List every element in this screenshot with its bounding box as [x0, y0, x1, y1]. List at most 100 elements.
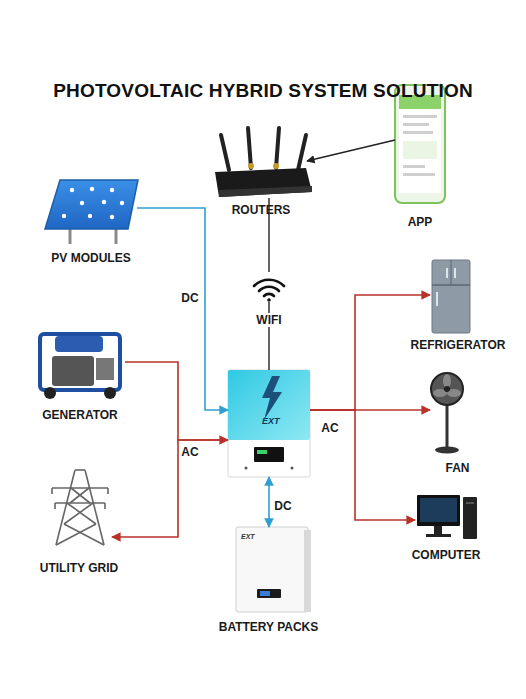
device-node: ROUTERS [215, 130, 307, 198]
connection-label: AC [180, 445, 199, 459]
node-label: UTILITY GRID [40, 561, 118, 575]
inverter-icon [228, 370, 310, 477]
power-connector [125, 362, 228, 440]
device-node: GENERATOR [35, 330, 125, 398]
refrigerator-icon [432, 260, 470, 333]
transmission-tower-icon-part [64, 524, 104, 545]
battery-pack-icon [236, 527, 311, 612]
pv-panel-icon-part [70, 188, 74, 192]
node-label: REFRIGERATOR [411, 338, 506, 352]
router-icon [215, 128, 312, 197]
phone-app-icon-part [403, 173, 435, 176]
power-connector [112, 440, 228, 537]
transmission-tower-icon-part [55, 502, 105, 504]
battery-pack-icon-part [236, 527, 308, 612]
pv-panel-icon-part [90, 187, 94, 191]
generator-icon-part [96, 358, 114, 380]
refrigerator-icon-part [436, 292, 438, 306]
pv-panel-icon-part [115, 228, 118, 244]
connection-label: AC [320, 421, 339, 435]
pv-panel-icon-part [69, 228, 72, 244]
refrigerator-icon-part [432, 260, 470, 333]
wifi-symbol-part [254, 280, 284, 286]
device-node: APP [395, 85, 445, 203]
transmission-tower-icon-part [67, 503, 96, 524]
router-icon-part [273, 163, 279, 169]
transmission-tower-icon-part [52, 487, 108, 489]
generator-icon-part [55, 336, 103, 352]
node-label: PV MODULES [51, 251, 130, 265]
refrigerator-icon-part [451, 260, 452, 285]
generator-icon-part [52, 356, 94, 386]
generator-icon-part [44, 387, 56, 399]
pv-panel-icon-part [120, 201, 124, 205]
pv-panel-icon [45, 180, 138, 244]
node-label: EXT [262, 414, 280, 428]
router-icon-part [221, 135, 229, 170]
wifi-symbol-part [252, 272, 286, 302]
fan-icon-part [443, 374, 451, 388]
diagram-title: PHOTOVOLTAIC HYBRID SYSTEM SOLUTION [0, 80, 526, 102]
transmission-tower-icon-part [56, 524, 96, 545]
transmission-tower-icon-part [107, 488, 109, 494]
generator-icon-part [104, 387, 116, 399]
wifi-symbol-part [259, 287, 279, 291]
phone-app-icon-part [403, 165, 425, 168]
transmission-tower-icon-part [64, 503, 93, 524]
router-icon-part [276, 128, 279, 168]
computer-icon-part [420, 498, 457, 522]
generator-icon-part [40, 334, 120, 390]
brand-logo-text: EXT [241, 533, 255, 540]
transmission-tower-icon [52, 470, 108, 545]
phone-app-icon-part [403, 141, 437, 159]
router-icon-part [298, 135, 306, 170]
phone-app-icon-part [403, 115, 437, 118]
pv-panel-icon-part [88, 214, 92, 218]
router-icon-part [219, 186, 312, 197]
pv-panel-icon-part [110, 215, 114, 219]
inverter-icon-part [291, 467, 294, 470]
transmission-tower-icon-part [75, 469, 85, 471]
router-icon-part [248, 128, 251, 168]
battery-pack-icon-part [304, 530, 311, 612]
phone-app-icon-part [395, 85, 445, 203]
battery-pack-icon-part [257, 589, 281, 598]
pv-panel-icon-part [62, 214, 66, 218]
phone-app-icon-part [403, 131, 433, 134]
computer-icon-part [426, 534, 451, 537]
transmission-tower-icon-part [54, 503, 56, 509]
node-label: BATTERY PACKS [219, 620, 319, 634]
refrigerator-icon-part [446, 268, 448, 278]
fan-icon-part [446, 404, 449, 448]
power-connector [310, 295, 430, 410]
transmission-tower-icon-part [51, 488, 53, 494]
transmission-tower-icon-part [70, 488, 89, 503]
inverter-icon-part [257, 450, 267, 454]
device-node: PV MODULES [45, 178, 137, 243]
connection-label: WIFI [255, 313, 282, 327]
pv-panel-icon-part [45, 180, 138, 229]
node-label: ROUTERS [232, 203, 291, 217]
computer-icon-part [466, 502, 474, 504]
pv-panel-icon-part [110, 188, 114, 192]
power-connector [307, 140, 395, 161]
router-icon-part [215, 168, 312, 197]
power-connector [310, 410, 415, 520]
wifi-symbol-part [264, 294, 274, 296]
wifi-symbol-part [267, 298, 271, 302]
inverter-icon-part [262, 376, 282, 420]
phone-app-icon-part [403, 123, 429, 126]
computer-icon-part [434, 526, 442, 534]
inverter-icon-part [245, 467, 248, 470]
inverter-icon-part [254, 447, 284, 462]
fan-icon-part [435, 447, 459, 454]
node-label: COMPUTER [412, 548, 481, 562]
computer-icon-part [463, 497, 477, 539]
node-label: FAN [446, 461, 470, 475]
power-connector [137, 208, 228, 410]
device-node: FAN [430, 372, 465, 452]
